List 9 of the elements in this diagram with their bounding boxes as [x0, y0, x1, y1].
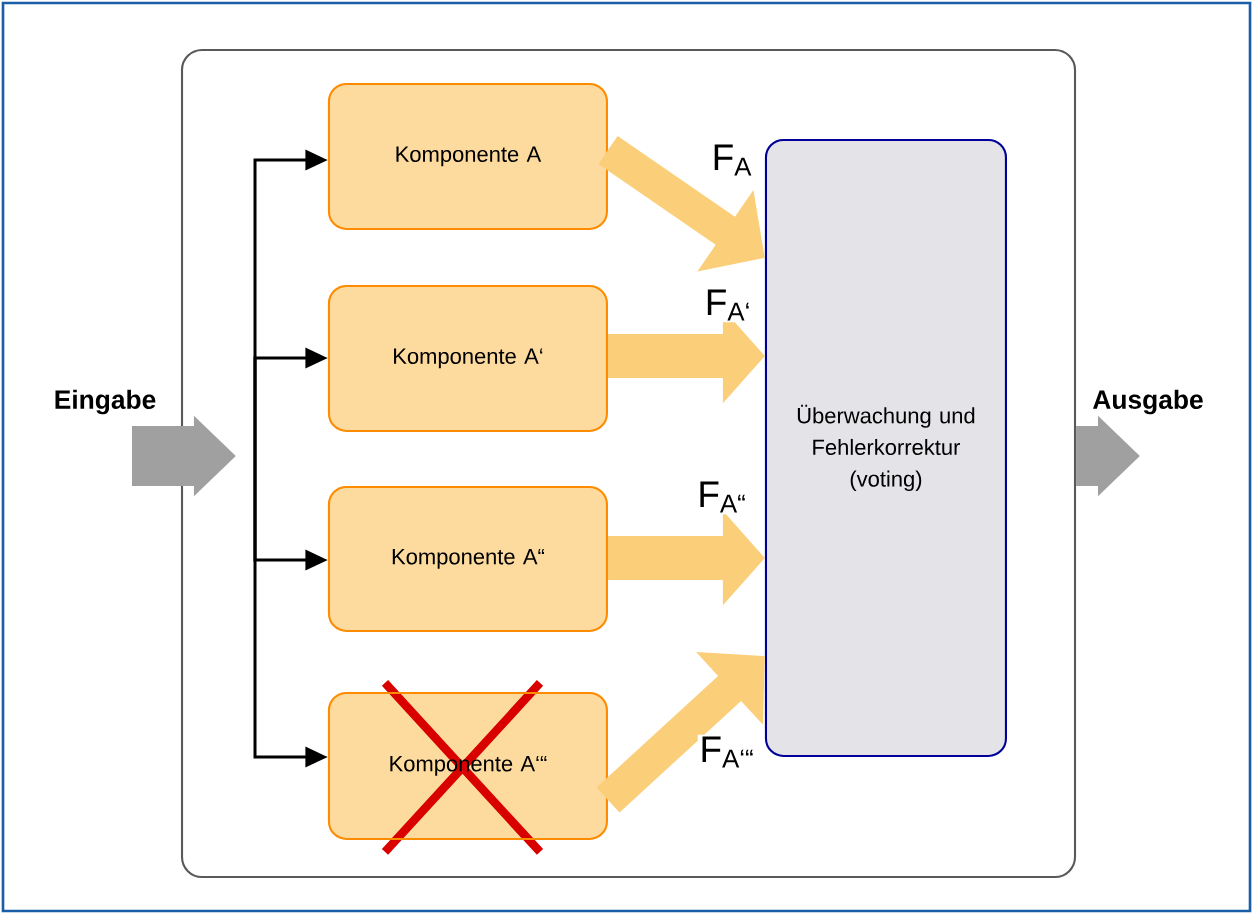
component-box: Komponente A‘ [327, 284, 608, 432]
voting-box: Überwachung und Fehlerkorrektur (voting) [764, 138, 1007, 757]
component-box: Komponente A [327, 82, 608, 230]
edge-label: F$_{A‘“}$ [697, 734, 757, 770]
component-box: Komponente A“ [327, 485, 608, 632]
edge-label: Eingabe [52, 387, 159, 417]
edge-label: F$_{A‘}$ [703, 287, 753, 323]
edge-label: Ausgabe [1090, 387, 1206, 417]
edge-label: F$_{A“}$ [695, 479, 749, 515]
